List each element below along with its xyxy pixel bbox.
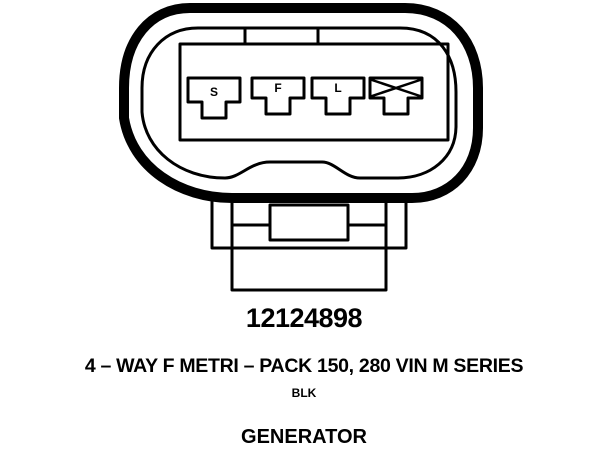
connector-description: 4 – WAY F METRI – PACK 150, 280 VIN M SE… <box>84 355 524 377</box>
terminal-2-label: F <box>274 81 281 95</box>
terminal-2 <box>250 76 306 116</box>
latch-inner-frame <box>210 196 408 250</box>
terminal-1 <box>186 76 242 120</box>
terminal-4 <box>368 76 424 116</box>
terminal-3 <box>310 76 366 116</box>
connector-inner-cavity <box>140 26 458 180</box>
terminal-4-cross-b <box>370 78 422 98</box>
terminal-1-label: S <box>210 85 218 99</box>
terminal-cavity-panel <box>178 42 450 142</box>
connector-outer-shell <box>119 3 483 203</box>
color-code: BLK <box>291 386 317 400</box>
component-name: GENERATOR <box>241 426 367 448</box>
terminal-3-label: L <box>334 81 341 95</box>
latch-tab <box>268 203 350 242</box>
latch-boot <box>230 196 388 292</box>
part-number: 12124898 <box>245 303 363 333</box>
